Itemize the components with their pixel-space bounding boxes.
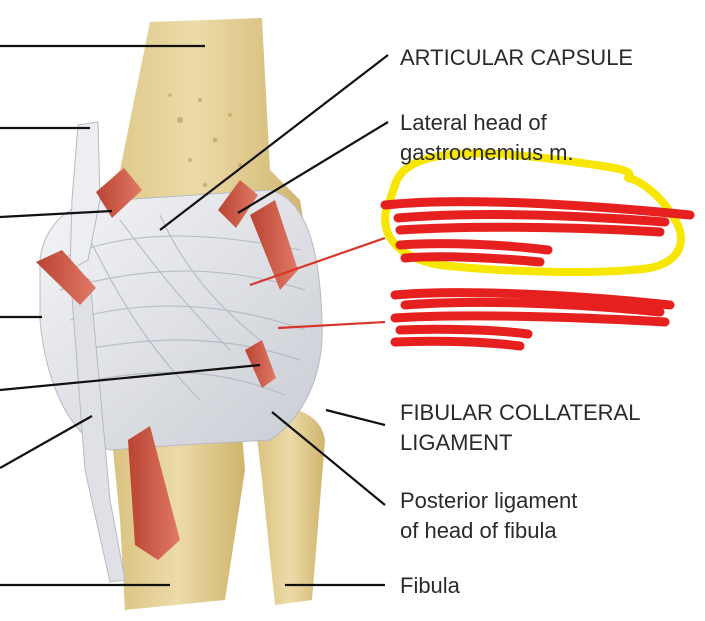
leader-fibular-collateral [325, 408, 386, 427]
label-lateral-head-1: Lateral head of [400, 110, 548, 135]
leader-articular-capsule [159, 54, 389, 231]
leader-lines-left [0, 44, 261, 587]
redaction-scribble-1 [380, 197, 695, 267]
leader-line-3 [0, 209, 113, 219]
leader-red-2 [277, 320, 386, 330]
fibula-bone [255, 408, 325, 605]
leader-red-1 [249, 236, 386, 287]
leader-lines-right [159, 54, 389, 587]
leader-line-5 [0, 363, 261, 392]
muscle-stumps [36, 168, 298, 560]
label-lateral-head-2: gastrocnemius m. [400, 140, 574, 165]
leader-lines-red [249, 236, 386, 330]
label-fibular-collateral-1: FIBULAR COLLATERAL [400, 400, 640, 425]
leader-lateral-head [237, 121, 389, 214]
label-fibular-collateral-2: LIGAMENT [400, 430, 512, 455]
label-articular-capsule: ARTICULAR CAPSULE [400, 45, 633, 70]
leader-posterior-ligament [271, 411, 386, 506]
redaction-scribble-2 [390, 288, 675, 351]
leader-line-6 [0, 415, 93, 469]
capsule-ligaments [39, 121, 323, 583]
highlight-circle [381, 149, 685, 276]
label-fibula: Fibula [400, 573, 461, 598]
label-posterior-ligament-2: of head of fibula [400, 518, 557, 543]
label-posterior-ligament-1: Posterior ligament [400, 488, 577, 513]
